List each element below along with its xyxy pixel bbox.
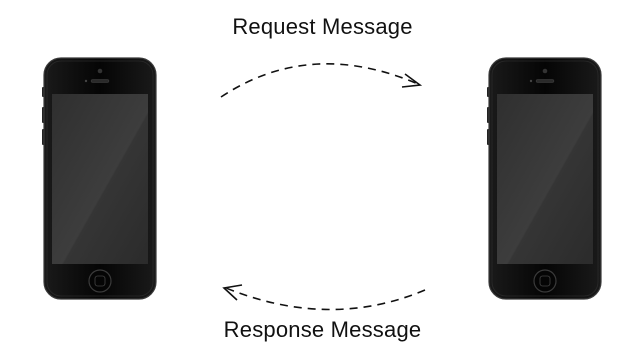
response-message-label: Response Message bbox=[223, 317, 422, 342]
arrowhead-left-icon bbox=[222, 284, 243, 301]
arrowhead-right-icon bbox=[401, 73, 423, 88]
request-arrow bbox=[220, 63, 423, 98]
smartphone-icon bbox=[487, 57, 602, 300]
smartphone-icon bbox=[42, 57, 157, 300]
request-message-label: Request Message bbox=[232, 14, 413, 39]
response-arrow bbox=[222, 284, 426, 311]
